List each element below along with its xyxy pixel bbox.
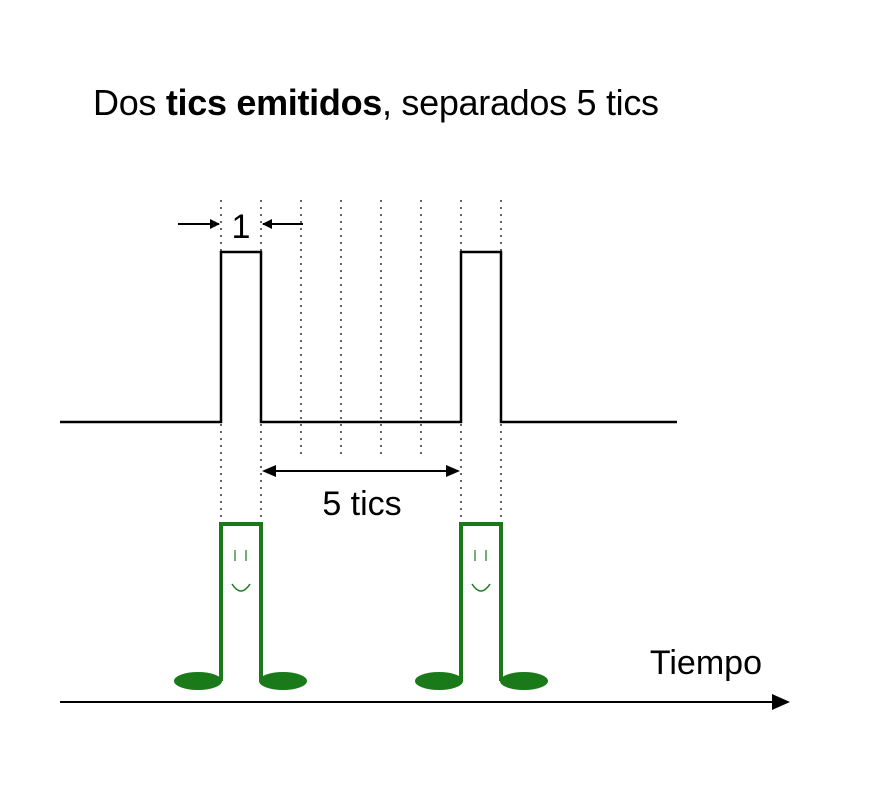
- separation-arrowhead-right: [446, 465, 460, 477]
- note-head-left: [174, 672, 222, 690]
- note-character: [415, 522, 548, 690]
- title-suffix: , separados 5 tics: [382, 82, 659, 123]
- note-character: [174, 522, 307, 690]
- diagram-title: Dos tics emitidos, separados 5 tics: [93, 82, 659, 124]
- pulse-width-label: 1: [232, 208, 251, 246]
- note-smile: [471, 583, 491, 592]
- note-head-right: [259, 672, 307, 690]
- time-axis-arrowhead: [772, 694, 790, 710]
- tick-guides: [220, 200, 502, 525]
- title-prefix: Dos: [93, 82, 166, 123]
- note-body: [219, 522, 263, 681]
- note-head-right: [500, 672, 548, 690]
- separation-arrowhead-left: [262, 465, 276, 477]
- time-axis-label: Tiempo: [650, 644, 762, 682]
- title-bold: tics emitidos: [165, 82, 382, 123]
- pulse-signal: [60, 250, 677, 424]
- note-body: [459, 522, 503, 681]
- note-head-left: [415, 672, 463, 690]
- note-smile: [231, 583, 251, 592]
- separation-label: 5 tics: [322, 485, 401, 523]
